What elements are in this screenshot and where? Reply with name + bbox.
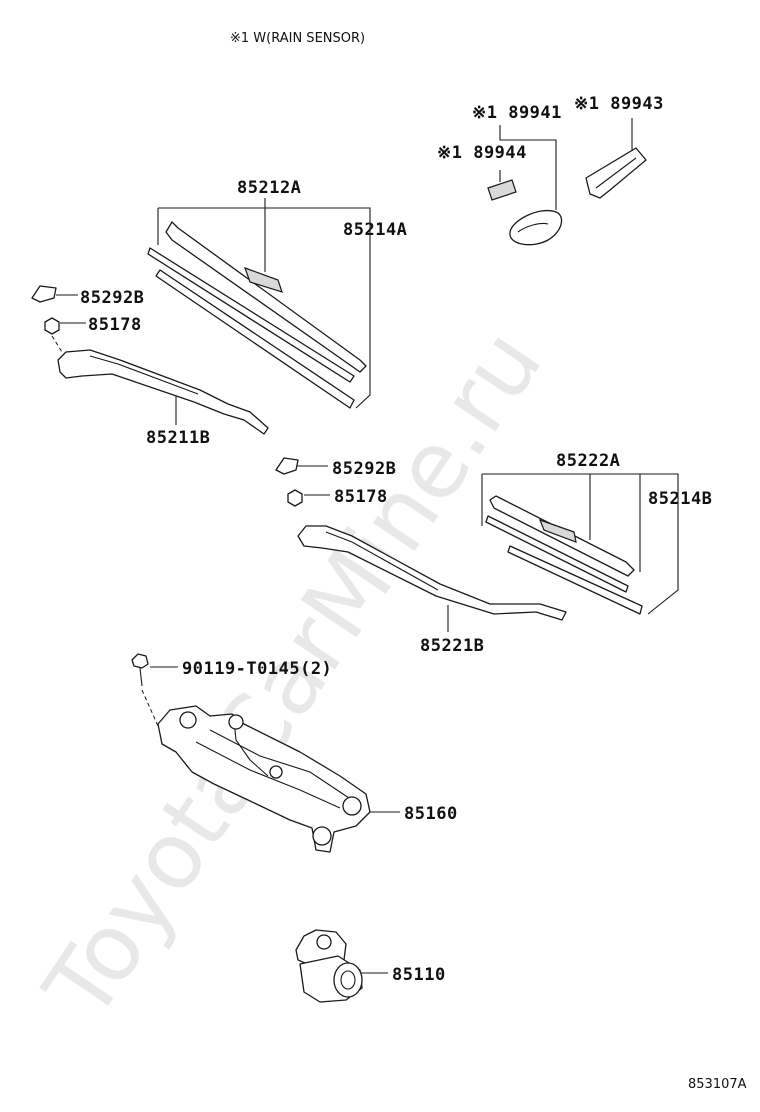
label-85160[interactable]: 85160 bbox=[404, 804, 458, 824]
label-85178-mid[interactable]: 85178 bbox=[334, 487, 388, 507]
link-85160-frame bbox=[157, 705, 371, 853]
pivot-mid bbox=[228, 714, 244, 730]
driver-arm-group: 85292B 85178 85211B bbox=[31, 285, 269, 448]
motor-group: 85110 bbox=[295, 929, 446, 1003]
arm-85211B-shape bbox=[57, 349, 269, 435]
cap-85292B-mid-shape bbox=[275, 457, 299, 475]
pivot-left bbox=[179, 711, 197, 729]
sensor-cover-detail bbox=[595, 157, 637, 189]
driver-blade-group: 85212A 85214A bbox=[147, 178, 407, 409]
bracket-85214A bbox=[158, 207, 371, 409]
motor-85110-endcap-inner bbox=[340, 970, 356, 990]
dash-85178-top bbox=[51, 335, 63, 353]
label-85292B-mid[interactable]: 85292B bbox=[332, 459, 396, 479]
blade-85222A-clip bbox=[538, 518, 577, 543]
motor-crank-mount bbox=[312, 826, 332, 846]
bolt-90119-shank bbox=[139, 667, 143, 687]
refill-85214B-shape bbox=[507, 545, 643, 615]
nut-85178-top-shape bbox=[44, 317, 60, 335]
leader-89941 bbox=[499, 125, 557, 210]
rain-sensor-group: ※1 89941 ※1 89943 ※1 89944 bbox=[437, 94, 664, 246]
rain-sensor-note: ※1 W(RAIN SENSOR) bbox=[230, 31, 365, 46]
label-89944[interactable]: ※1 89944 bbox=[437, 143, 527, 163]
rain-sensor-detail bbox=[517, 222, 549, 233]
rain-sensor-shape bbox=[509, 209, 563, 246]
label-85222A[interactable]: 85222A bbox=[556, 451, 620, 471]
cap-85292B-top-shape bbox=[31, 285, 57, 303]
label-85214A[interactable]: 85214A bbox=[343, 220, 407, 240]
blade-85212A-clip bbox=[244, 267, 283, 293]
dash-90119 bbox=[141, 689, 159, 727]
bolt-90119-shape bbox=[131, 653, 149, 669]
label-85110[interactable]: 85110 bbox=[392, 965, 446, 985]
passenger-blade-group: 85222A 85214B bbox=[481, 451, 712, 615]
blade-85212A-shape bbox=[165, 221, 367, 373]
link-85160-rod-c bbox=[233, 719, 269, 777]
label-90119[interactable]: 90119-T0145(2) bbox=[182, 659, 332, 679]
label-85178-top[interactable]: 85178 bbox=[88, 315, 142, 335]
passenger-arm-group: 85292B 85178 85221B bbox=[275, 457, 567, 656]
label-85221B[interactable]: 85221B bbox=[420, 636, 484, 656]
link-assembly-group: 90119-T0145(2) 85160 bbox=[131, 653, 458, 853]
arm-85221B-detail bbox=[325, 531, 439, 591]
motor-85110-shaft bbox=[316, 934, 332, 950]
motor-85110-endcap bbox=[333, 962, 363, 998]
label-89943[interactable]: ※1 89943 bbox=[574, 94, 664, 114]
label-85211B[interactable]: 85211B bbox=[146, 428, 210, 448]
label-85214B[interactable]: 85214B bbox=[648, 489, 712, 509]
label-89941[interactable]: ※1 89941 bbox=[472, 103, 562, 123]
label-85212A[interactable]: 85212A bbox=[237, 178, 301, 198]
pivot-center bbox=[269, 765, 283, 779]
blade-85222A-edge bbox=[485, 515, 629, 593]
bracket-85214B bbox=[482, 473, 679, 615]
nut-85178-mid-shape bbox=[287, 489, 303, 507]
pivot-right bbox=[342, 796, 362, 816]
blade-85212A-edge bbox=[147, 247, 355, 383]
refill-85214A-shape bbox=[155, 269, 355, 409]
diagram-code: 853107A bbox=[688, 1077, 747, 1092]
arm-85211B-detail bbox=[89, 355, 199, 395]
link-85160-rod-a bbox=[195, 741, 341, 809]
label-85292B-top[interactable]: 85292B bbox=[80, 288, 144, 308]
link-85160-rod-b bbox=[209, 729, 353, 801]
sensor-pad-shape bbox=[487, 179, 517, 201]
